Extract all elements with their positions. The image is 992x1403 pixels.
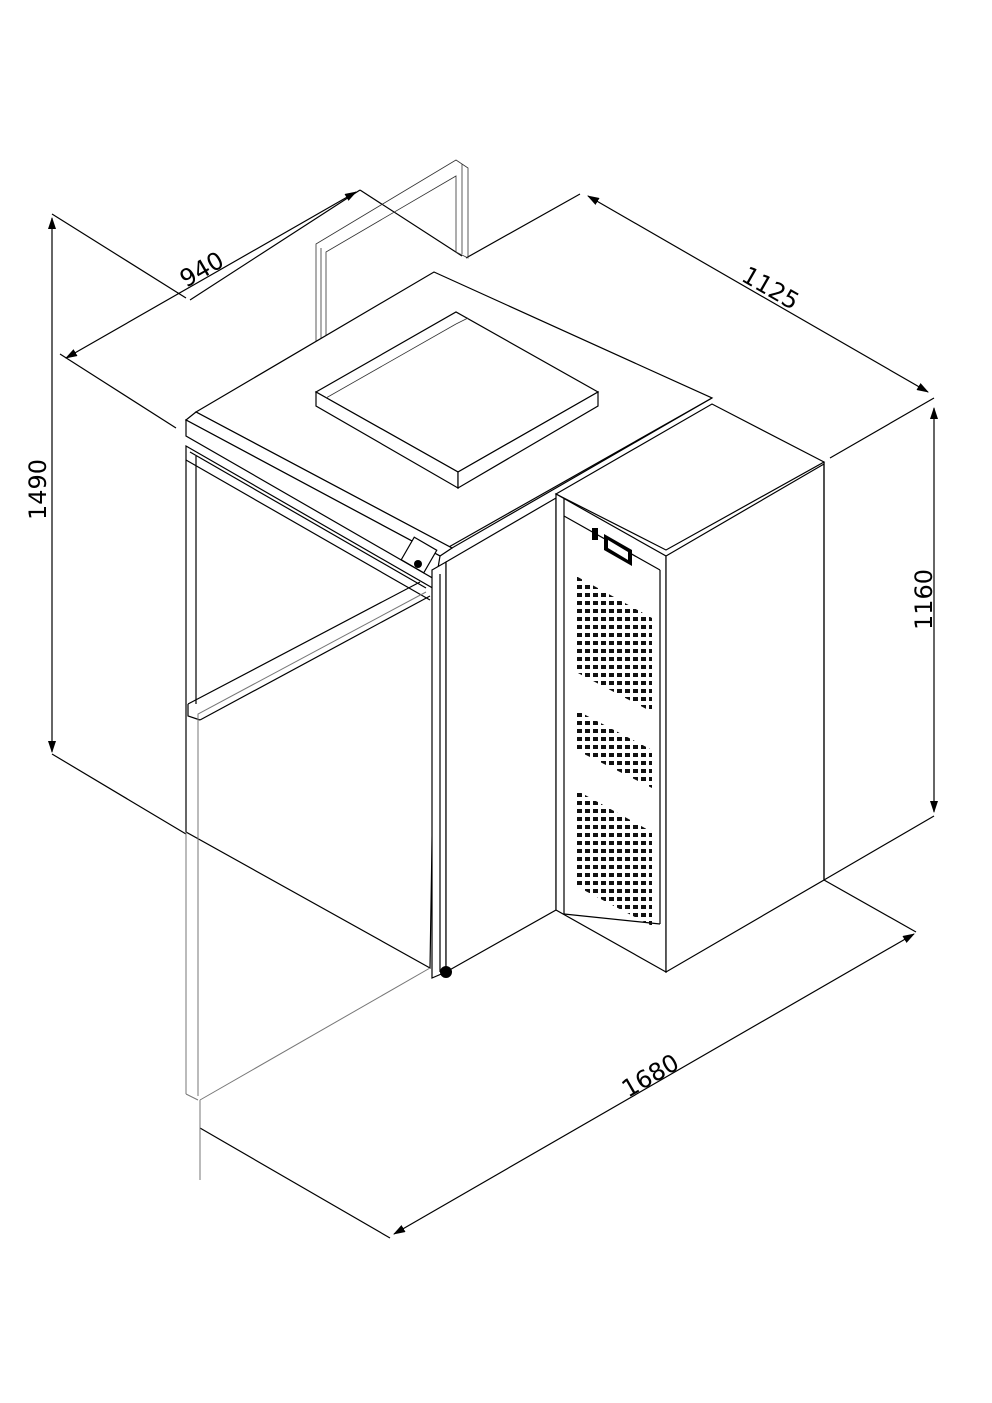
dim-total-width-label: 1680	[617, 1048, 684, 1103]
cooling-unit	[554, 403, 826, 974]
dim-cabinet-height-label: 1160	[910, 569, 938, 630]
vent-grille-lower	[576, 790, 652, 926]
top-tray	[314, 311, 600, 490]
controller-display	[592, 528, 632, 566]
dim-length-label: 1125	[737, 261, 804, 316]
open-door-outline	[185, 591, 431, 1180]
dimension-lines	[48, 189, 938, 1239]
vent-grille-upper	[576, 576, 652, 712]
dim-total-height-label: 1490	[24, 459, 52, 520]
dim-depth-label: 940	[175, 246, 229, 293]
vent-grille-middle	[576, 710, 652, 788]
